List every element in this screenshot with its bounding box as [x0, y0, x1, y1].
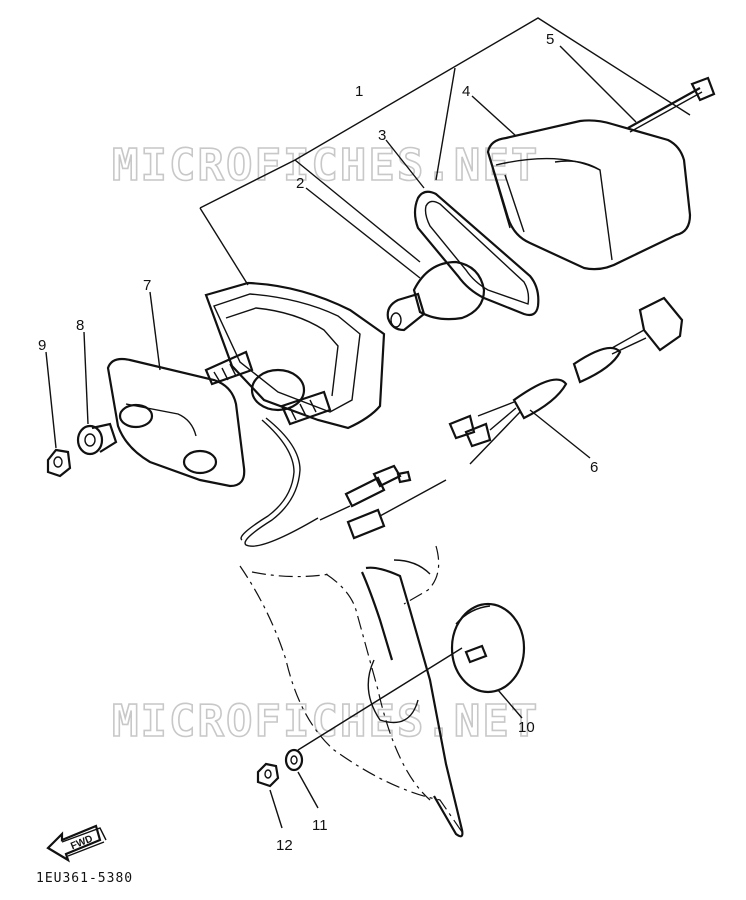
callout-6: 6	[590, 459, 598, 476]
part-bulb	[386, 260, 486, 332]
housing-wiring	[240, 417, 447, 547]
part-cover-plate	[106, 357, 246, 488]
part-wire-harness	[448, 296, 684, 465]
callout-9: 9	[38, 337, 46, 354]
part-lens	[486, 119, 692, 271]
assembly-bracket-lines	[199, 17, 691, 286]
part-washer	[284, 748, 304, 772]
part-housing	[204, 281, 386, 430]
leader-lines	[45, 45, 637, 829]
watermark-bottom: MICROFICHES.NET	[112, 696, 539, 747]
part-reflector	[450, 602, 526, 694]
callout-7: 7	[143, 277, 151, 294]
callout-8: 8	[76, 317, 84, 334]
callout-4: 4	[462, 83, 470, 100]
callout-1: 1	[355, 83, 363, 100]
part-collar	[76, 422, 118, 456]
fwd-arrow-icon: FWD	[46, 824, 107, 863]
callout-10: 10	[518, 719, 535, 736]
part-nut-lower	[256, 762, 280, 788]
diagram-reference-code: 1EU361-5380	[36, 871, 133, 886]
part-screw	[627, 76, 716, 133]
callout-2: 2	[296, 175, 304, 192]
part-gasket	[413, 190, 540, 317]
callout-11: 11	[312, 817, 328, 834]
callout-3: 3	[378, 127, 386, 144]
part-fender	[239, 545, 464, 838]
part-nut-upper	[46, 448, 72, 478]
callout-12: 12	[276, 837, 293, 854]
watermark-top: MICROFICHES.NET	[112, 140, 539, 191]
callout-5: 5	[546, 31, 554, 48]
